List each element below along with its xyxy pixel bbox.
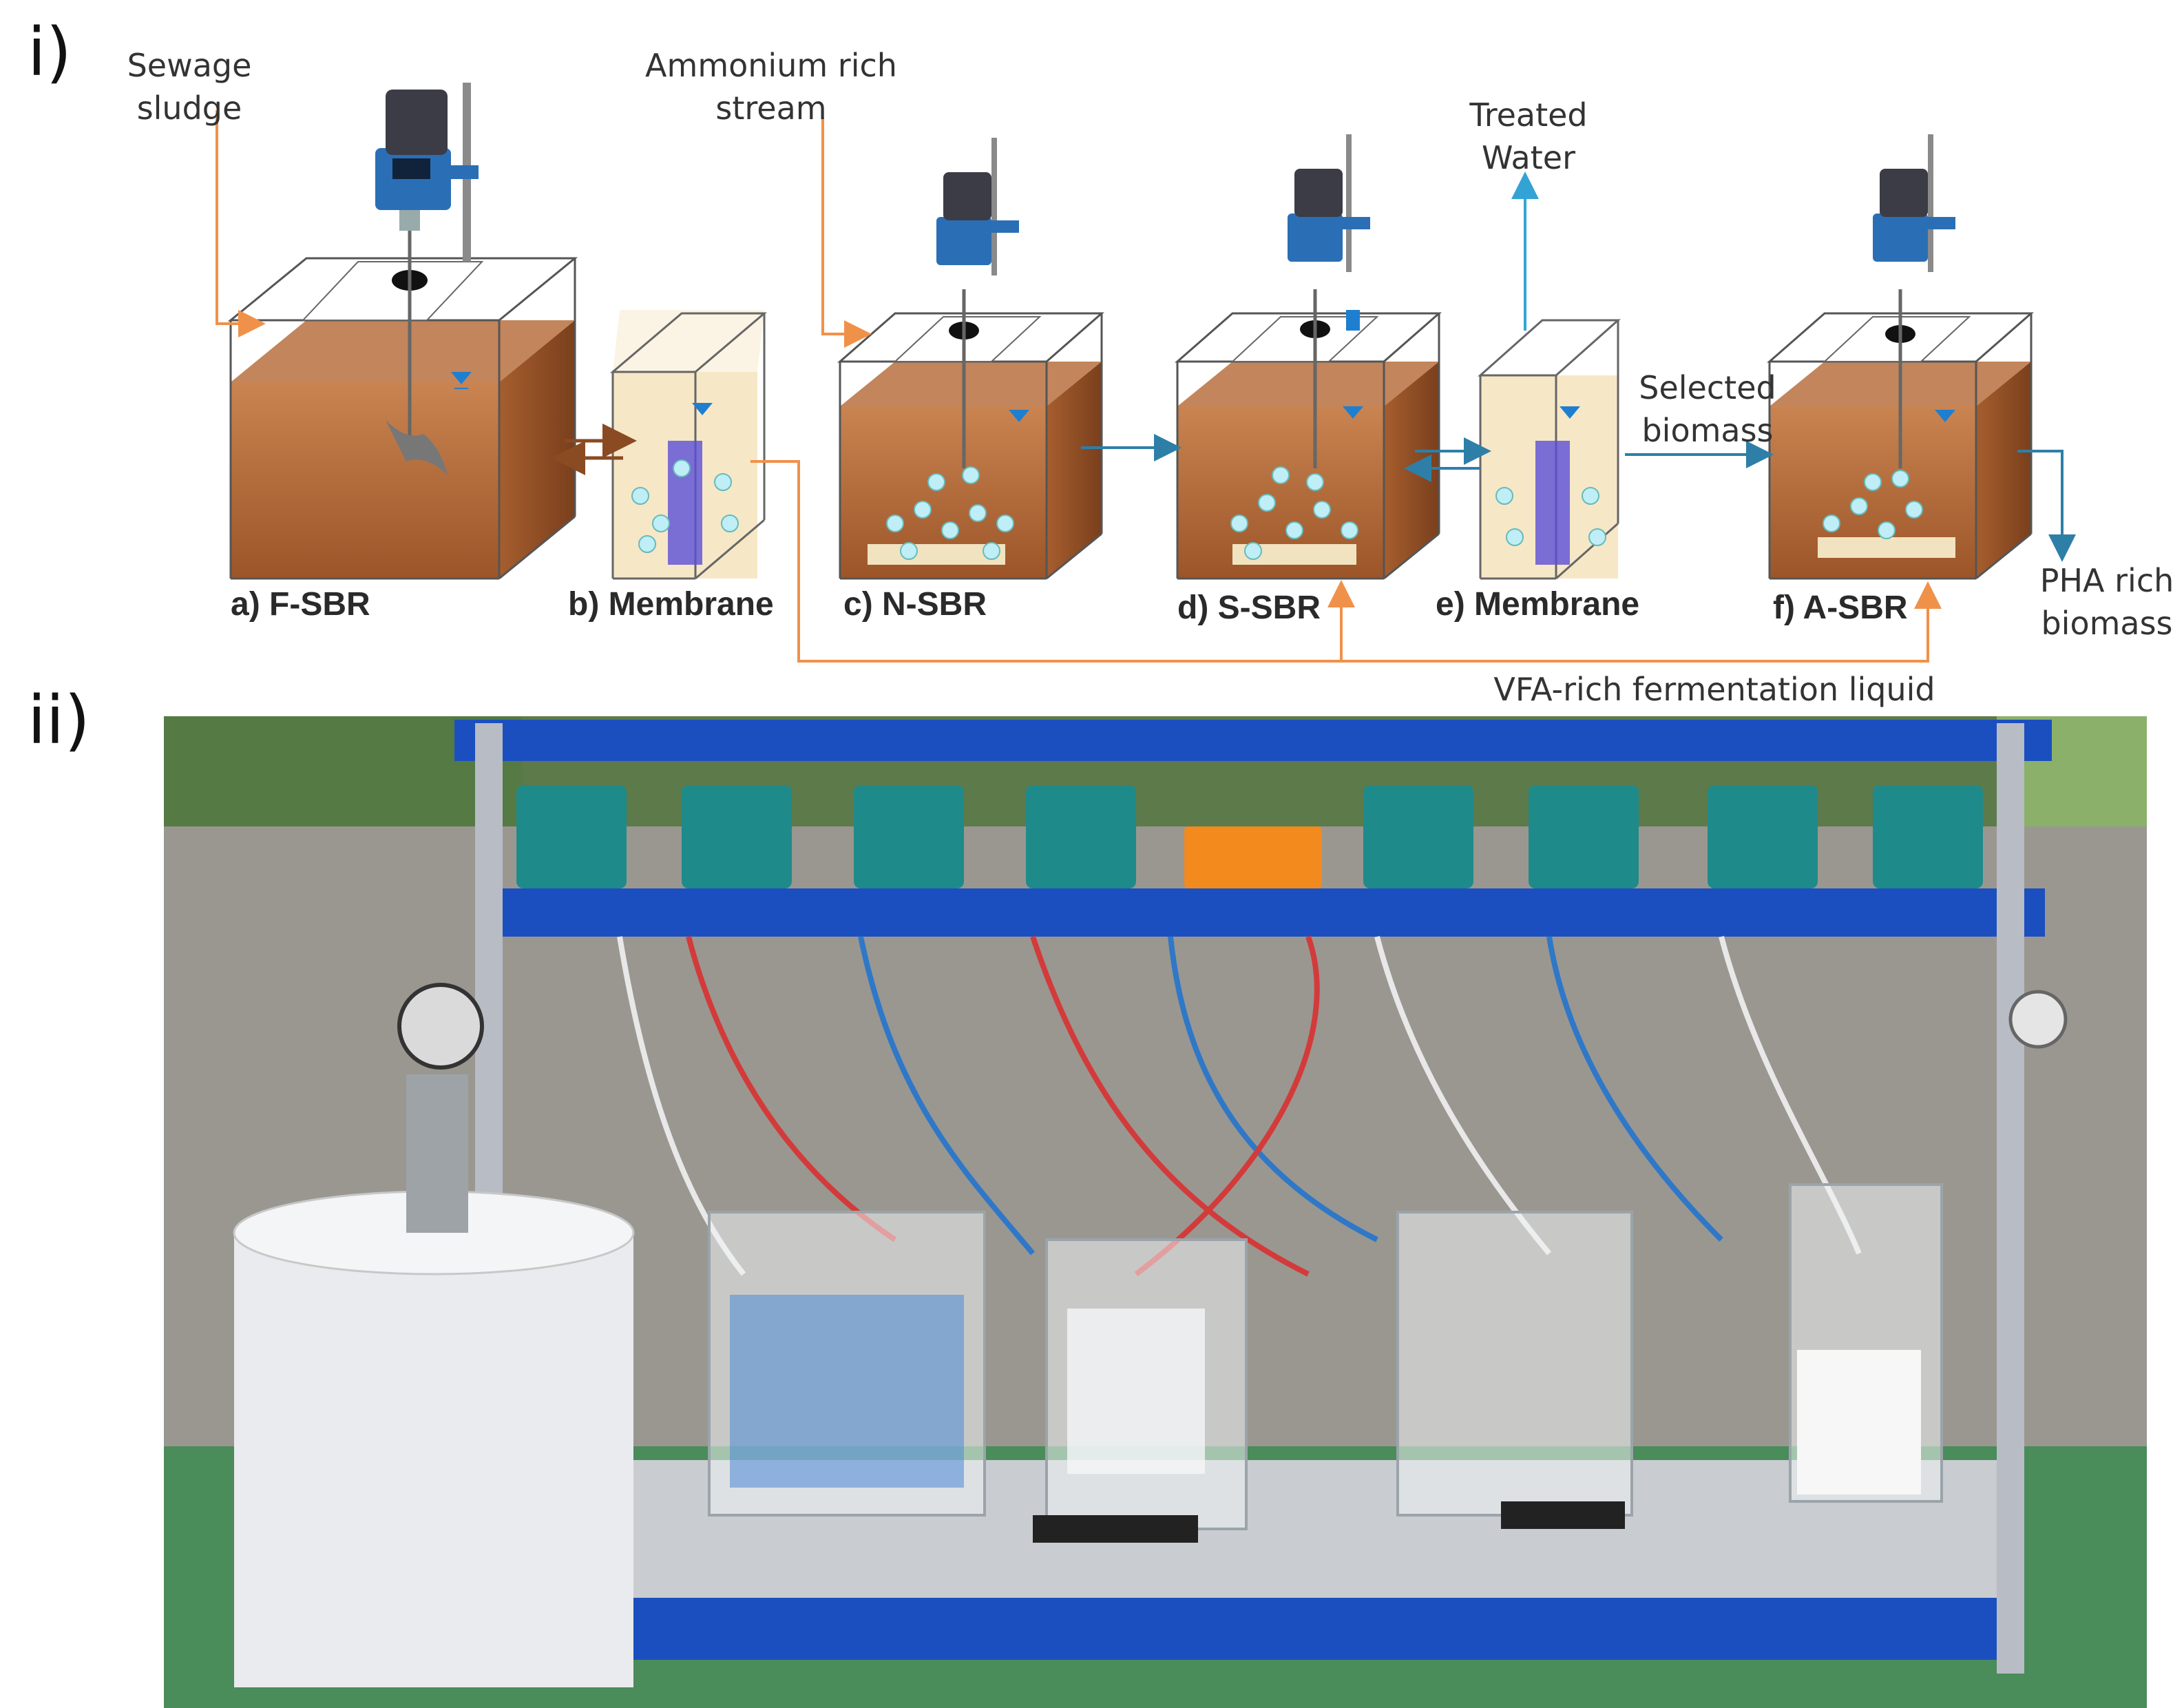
stir-plate bbox=[1501, 1501, 1625, 1529]
dosing-pumps bbox=[516, 785, 1983, 888]
label-pha-rich: PHA rich biomass bbox=[2039, 562, 2174, 642]
stirrer-icon bbox=[375, 83, 479, 262]
label-ammonium: Ammonium rich stream bbox=[645, 47, 897, 127]
pressure-gauge-icon bbox=[2008, 990, 2068, 1049]
tank-n-sbr bbox=[837, 289, 1104, 580]
label-f-sbr: a) F-SBR bbox=[231, 586, 370, 623]
label-sewage-sludge: Sewage sludge bbox=[127, 47, 252, 127]
membrane-modules bbox=[730, 1295, 964, 1488]
tank-a-sbr bbox=[1767, 289, 2034, 580]
panel-label-ii: ii) bbox=[28, 682, 90, 759]
stir-plate bbox=[1033, 1515, 1198, 1543]
label-vfa: VFA-rich fermentation liquid bbox=[1493, 671, 1935, 708]
shelf-post bbox=[475, 723, 503, 1674]
fermenter-drum bbox=[233, 983, 635, 1687]
label-n-sbr: c) N-SBR bbox=[843, 586, 987, 623]
membrane-e bbox=[1478, 319, 1621, 580]
ammonium-flow-arrow bbox=[821, 117, 872, 348]
label-s-sbr: d) S-SBR bbox=[1177, 590, 1321, 626]
label-treated-water: Treated Water bbox=[1469, 96, 1588, 176]
shelf-bottom bbox=[510, 1591, 2010, 1660]
process-diagram bbox=[216, 83, 2076, 663]
acrylic-tanks bbox=[708, 1183, 1943, 1530]
shelf-top bbox=[454, 720, 2052, 761]
shelf-middle bbox=[475, 888, 2045, 937]
tank-s-sbr bbox=[1175, 289, 1442, 580]
label-selected-biomass: Selected biomass bbox=[1639, 369, 1776, 449]
tubing bbox=[617, 935, 1862, 1277]
pha-output-arrow bbox=[2017, 450, 2076, 562]
membrane-b bbox=[609, 310, 768, 580]
sewage-flow-arrow bbox=[216, 110, 266, 337]
label-membrane-b: b) Membrane bbox=[568, 586, 774, 623]
label-a-sbr: f) A-SBR bbox=[1773, 590, 1908, 626]
stirrer-icon bbox=[936, 138, 1019, 275]
vfa-flow-arrow bbox=[750, 460, 1942, 663]
label-membrane-e: e) Membrane bbox=[1436, 586, 1640, 623]
tank-f-sbr bbox=[227, 227, 578, 580]
inner-vessel bbox=[1067, 1309, 1205, 1474]
panel-label-i: i) bbox=[28, 14, 72, 91]
shelf-post bbox=[1997, 723, 2024, 1674]
stirrer-icon bbox=[1288, 134, 1370, 272]
bubbles bbox=[886, 466, 1923, 560]
stirrer-icon bbox=[1873, 134, 1955, 272]
bucket bbox=[1797, 1350, 1921, 1494]
